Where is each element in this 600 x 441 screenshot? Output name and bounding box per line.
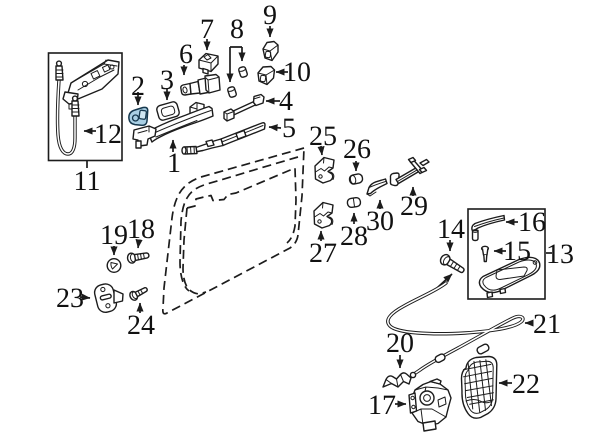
part-29-check-strap bbox=[389, 156, 430, 187]
leader-23 bbox=[79, 293, 91, 301]
part-28-bushing bbox=[346, 196, 362, 209]
box-11 bbox=[47, 52, 123, 162]
part-21-release-cable bbox=[386, 273, 525, 379]
part-25-hinge-upper bbox=[314, 156, 335, 184]
part-19-grommet bbox=[106, 258, 122, 274]
part-14-bolt bbox=[439, 253, 465, 274]
part-18-screw bbox=[126, 252, 150, 264]
callout-24[interactable]: 24 bbox=[127, 310, 155, 341]
part-7-switch bbox=[198, 52, 219, 75]
callout-8[interactable]: 8 bbox=[230, 14, 244, 45]
callout-21[interactable]: 21 bbox=[533, 309, 561, 340]
part-20-bracket bbox=[382, 372, 412, 388]
callout-13[interactable]: 13 bbox=[546, 239, 574, 270]
part-4-rod bbox=[223, 93, 265, 122]
callout-15[interactable]: 15 bbox=[503, 236, 531, 267]
callout-20[interactable]: 20 bbox=[386, 328, 414, 359]
part-24-screw bbox=[129, 286, 148, 301]
part-15-screw bbox=[480, 245, 490, 263]
lock-cables bbox=[55, 60, 80, 156]
callout-3[interactable]: 3 bbox=[160, 65, 174, 96]
callout-16[interactable]: 16 bbox=[518, 207, 546, 238]
part-17-lock-actuator bbox=[408, 378, 452, 432]
part-27-hinge-lower bbox=[313, 201, 334, 229]
callout-22[interactable]: 22 bbox=[512, 369, 540, 400]
part-16-inner-lever bbox=[471, 214, 506, 242]
part-5-rod bbox=[181, 122, 266, 155]
leader-18 bbox=[135, 239, 143, 249]
part-30-wedge bbox=[366, 178, 388, 197]
door-panel-outline bbox=[161, 147, 305, 315]
inner-handle-housing bbox=[478, 256, 541, 299]
callout-5[interactable]: 5 bbox=[282, 113, 296, 144]
callout-30[interactable]: 30 bbox=[366, 206, 394, 237]
callout-26[interactable]: 26 bbox=[343, 134, 371, 165]
part-6-lock-cylinder bbox=[180, 73, 221, 96]
callout-28[interactable]: 28 bbox=[340, 221, 368, 252]
callout-1[interactable]: 1 bbox=[167, 148, 181, 179]
callout-9[interactable]: 9 bbox=[263, 0, 277, 31]
part-9-cap bbox=[262, 40, 279, 62]
part-3-gasket bbox=[156, 101, 180, 121]
part-2-handle-cap-highlighted bbox=[128, 106, 149, 127]
callout-19[interactable]: 19 bbox=[100, 220, 128, 251]
callout-17[interactable]: 17 bbox=[368, 390, 396, 421]
leader-25 bbox=[317, 145, 325, 156]
part-10-cap bbox=[257, 65, 276, 86]
callout-11[interactable]: 11 bbox=[74, 166, 101, 197]
callout-29[interactable]: 29 bbox=[400, 191, 428, 222]
callout-10[interactable]: 10 bbox=[283, 57, 311, 88]
part-1-exterior-handle bbox=[132, 101, 214, 149]
callout-12[interactable]: 12 bbox=[94, 119, 122, 150]
leader-8a bbox=[230, 46, 242, 61]
part-22-gasket-pad bbox=[460, 355, 498, 419]
callout-18[interactable]: 18 bbox=[127, 214, 155, 245]
box-13 bbox=[467, 208, 546, 300]
callout-4[interactable]: 4 bbox=[279, 86, 293, 117]
lock-module bbox=[62, 59, 120, 110]
part-26-bushing bbox=[348, 173, 364, 185]
part-23-striker bbox=[93, 283, 124, 314]
callout-numbers: 1 2 3 4 5 6 7 8 9 10 11 12 13 14 15 16 1… bbox=[56, 0, 574, 421]
callout-6[interactable]: 6 bbox=[179, 39, 193, 70]
callout-23[interactable]: 23 bbox=[56, 283, 84, 314]
callout-2[interactable]: 2 bbox=[131, 71, 145, 102]
callout-25[interactable]: 25 bbox=[309, 121, 337, 152]
callout-7[interactable]: 7 bbox=[200, 14, 214, 45]
callout-14[interactable]: 14 bbox=[437, 214, 465, 245]
callout-leaders bbox=[79, 26, 552, 408]
callout-27[interactable]: 27 bbox=[309, 238, 337, 269]
leader-5 bbox=[268, 124, 282, 132]
